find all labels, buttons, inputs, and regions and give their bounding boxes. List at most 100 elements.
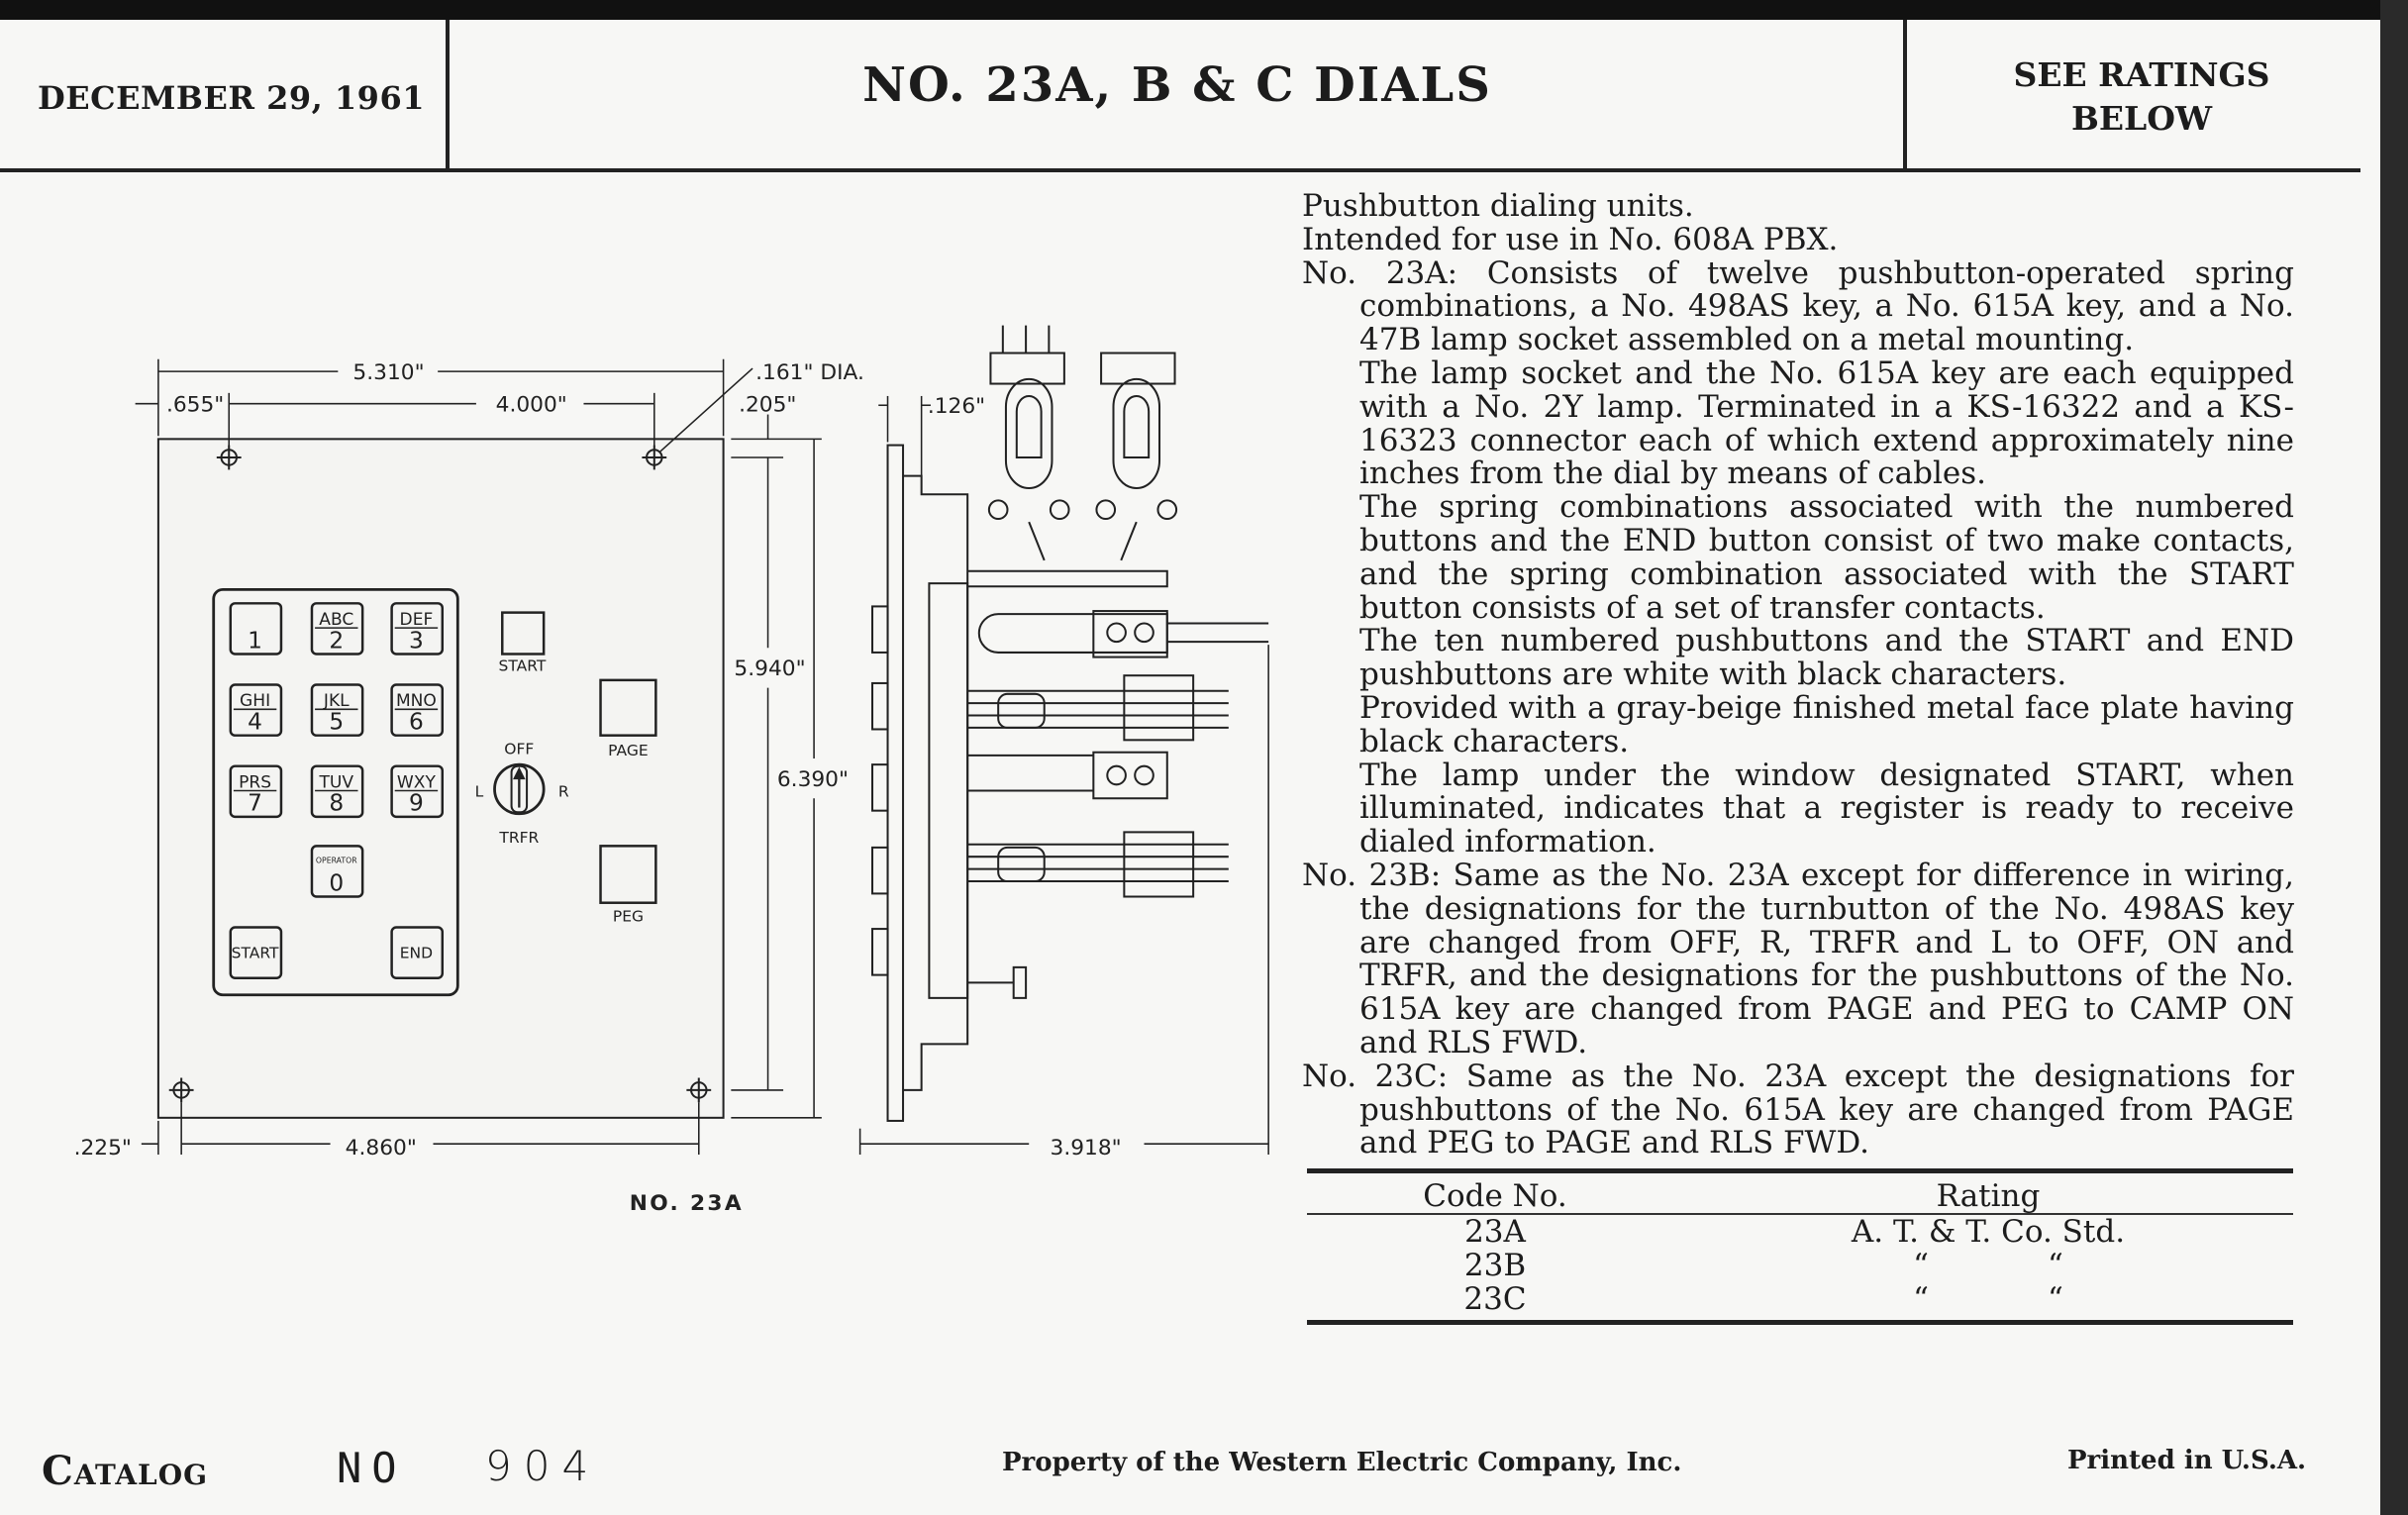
dial-drawing: 1ABC2DEF3GHI4JKL5MNO6PRS7TUV8WXY9OPERATO… <box>74 325 1269 1216</box>
code-cell: 23B <box>1463 1248 1527 1283</box>
rating-cell: ““ <box>1683 1249 2293 1282</box>
key-letters: MNO <box>396 691 437 711</box>
catalog-label: Catalog <box>42 1448 209 1494</box>
turnbutton <box>493 762 546 816</box>
right-edge <box>2380 0 2408 1515</box>
side-view <box>871 325 1269 1122</box>
key-outline <box>390 764 445 819</box>
header-rule <box>0 168 2360 172</box>
dim-hole-dia: .161" DIA. <box>755 360 864 385</box>
key-outline <box>390 683 445 737</box>
start-lamp-window <box>501 611 546 656</box>
key-outline <box>310 602 364 656</box>
key-digit: 0 <box>329 869 344 896</box>
dim-bottom-offset: .225" <box>74 1136 132 1161</box>
top-border <box>0 0 2408 20</box>
key-outline <box>229 764 283 819</box>
property-notice: Property of the Western Electric Company… <box>1002 1448 1682 1477</box>
dim-hole-vertical: 5.940" <box>734 656 805 681</box>
table-row: 23C ““ <box>1307 1282 2293 1316</box>
key-0: OPERATOR 0 <box>310 845 364 898</box>
ditto-mark: “ <box>2048 1281 2063 1317</box>
desc-23c: No. 23C: Same as the No. 23A except the … <box>1302 1058 2294 1162</box>
peg-key-label: PEG <box>613 907 644 925</box>
key-letters: WXY <box>397 772 437 792</box>
face-plate <box>156 438 725 1119</box>
dim-top-offset: .205" <box>739 392 796 417</box>
key-letters: TUV <box>319 772 354 792</box>
key-outline <box>310 845 364 898</box>
key-1: 1 <box>229 602 283 656</box>
turn-l-label: L <box>475 783 484 801</box>
desc-intro-1: Pushbutton dialing units. <box>1302 188 1694 224</box>
printed-notice: Printed in U.S.A. <box>2067 1446 2307 1475</box>
desc-intro-2: Intended for use in No. 608A PBX. <box>1302 221 1839 257</box>
rating-cell: A. T. & T. Co. Std. <box>1851 1214 2126 1250</box>
key-letters: ABC <box>319 610 353 630</box>
header-divider <box>446 20 450 170</box>
key-letters: PRS <box>239 772 271 792</box>
dimension-lines <box>135 358 1269 1156</box>
key-digit: 7 <box>248 790 262 817</box>
key-digit: 1 <box>248 627 262 654</box>
table-rule <box>1307 1213 2293 1215</box>
dim-depth: 3.918" <box>1051 1136 1122 1161</box>
desc-23a-para-5: Provided with a gray-beige finished meta… <box>1359 689 2294 759</box>
ratings-table: Code No. Rating 23A A. T. & T. Co. Std. … <box>1307 1168 2293 1325</box>
turn-off-label: OFF <box>504 740 534 758</box>
key-outline <box>310 764 364 819</box>
key-outline <box>390 602 445 656</box>
end-key <box>390 926 445 979</box>
ratings-note-line1: SEE RATINGS <box>2013 55 2270 94</box>
desc-23b: No. 23B: Same as the No. 23A except for … <box>1302 857 2294 1060</box>
key-letters: DEF <box>400 610 434 630</box>
ditto-mark: “ <box>1913 1281 1929 1317</box>
key-outline <box>229 602 283 656</box>
description: Pushbutton dialing units. Intended for u… <box>1302 188 2294 1162</box>
dim-overall-height: 6.390" <box>777 767 849 792</box>
ratings-note-line2: BELOW <box>2070 99 2213 138</box>
turn-trfr-label: TRFR <box>498 829 539 847</box>
page-key-label: PAGE <box>608 742 649 759</box>
key-letters: GHI <box>240 691 270 711</box>
header-rating: Rating <box>1936 1178 2041 1214</box>
key-letters: JKL <box>323 691 350 711</box>
rating-cell: ““ <box>1683 1282 2293 1316</box>
key-digit: 9 <box>409 790 424 817</box>
header-divider <box>1903 20 1907 170</box>
table-rule <box>1307 1168 2293 1173</box>
desc-23a-para-6: The lamp under the window designated STA… <box>1359 757 2294 860</box>
start-key <box>229 926 283 979</box>
peg-key <box>599 845 657 904</box>
desc-23a-para-1: No. 23A: Consists of twelve pushbutton-o… <box>1302 254 2294 358</box>
dim-left-offset: .655" <box>166 392 224 417</box>
table-rule <box>1307 1320 2293 1325</box>
catalog-no-label: NO <box>337 1444 407 1492</box>
mounting-holes <box>168 445 712 1103</box>
desc-23a-para-4: The ten numbered pushbuttons and the STA… <box>1359 623 2294 693</box>
key-digit: 5 <box>329 708 344 735</box>
dim-overall-width: 5.310" <box>352 360 424 385</box>
dim-hole-spacing: 4.000" <box>496 392 567 417</box>
ratings-note: SEE RATINGS BELOW <box>1909 53 2374 141</box>
key-outline <box>310 683 364 737</box>
ditto-mark: “ <box>1913 1248 1929 1283</box>
keypad-frame <box>212 587 459 997</box>
key-digit: 3 <box>409 627 424 654</box>
ditto-mark: “ <box>2048 1248 2063 1283</box>
dim-bottom-holes: 4.860" <box>346 1136 417 1161</box>
code-cell: 23C <box>1463 1281 1527 1317</box>
key-digit: 8 <box>329 790 344 817</box>
key-outline <box>229 683 283 737</box>
table-header-row: Code No. Rating <box>1307 1179 2293 1213</box>
turn-r-label: R <box>558 783 569 801</box>
key-letters: OPERATOR <box>316 856 357 864</box>
key-digit: 4 <box>248 708 262 735</box>
issue-date: DECEMBER 29, 1961 <box>38 79 425 117</box>
table-row: 23A A. T. & T. Co. Std. <box>1307 1215 2293 1249</box>
